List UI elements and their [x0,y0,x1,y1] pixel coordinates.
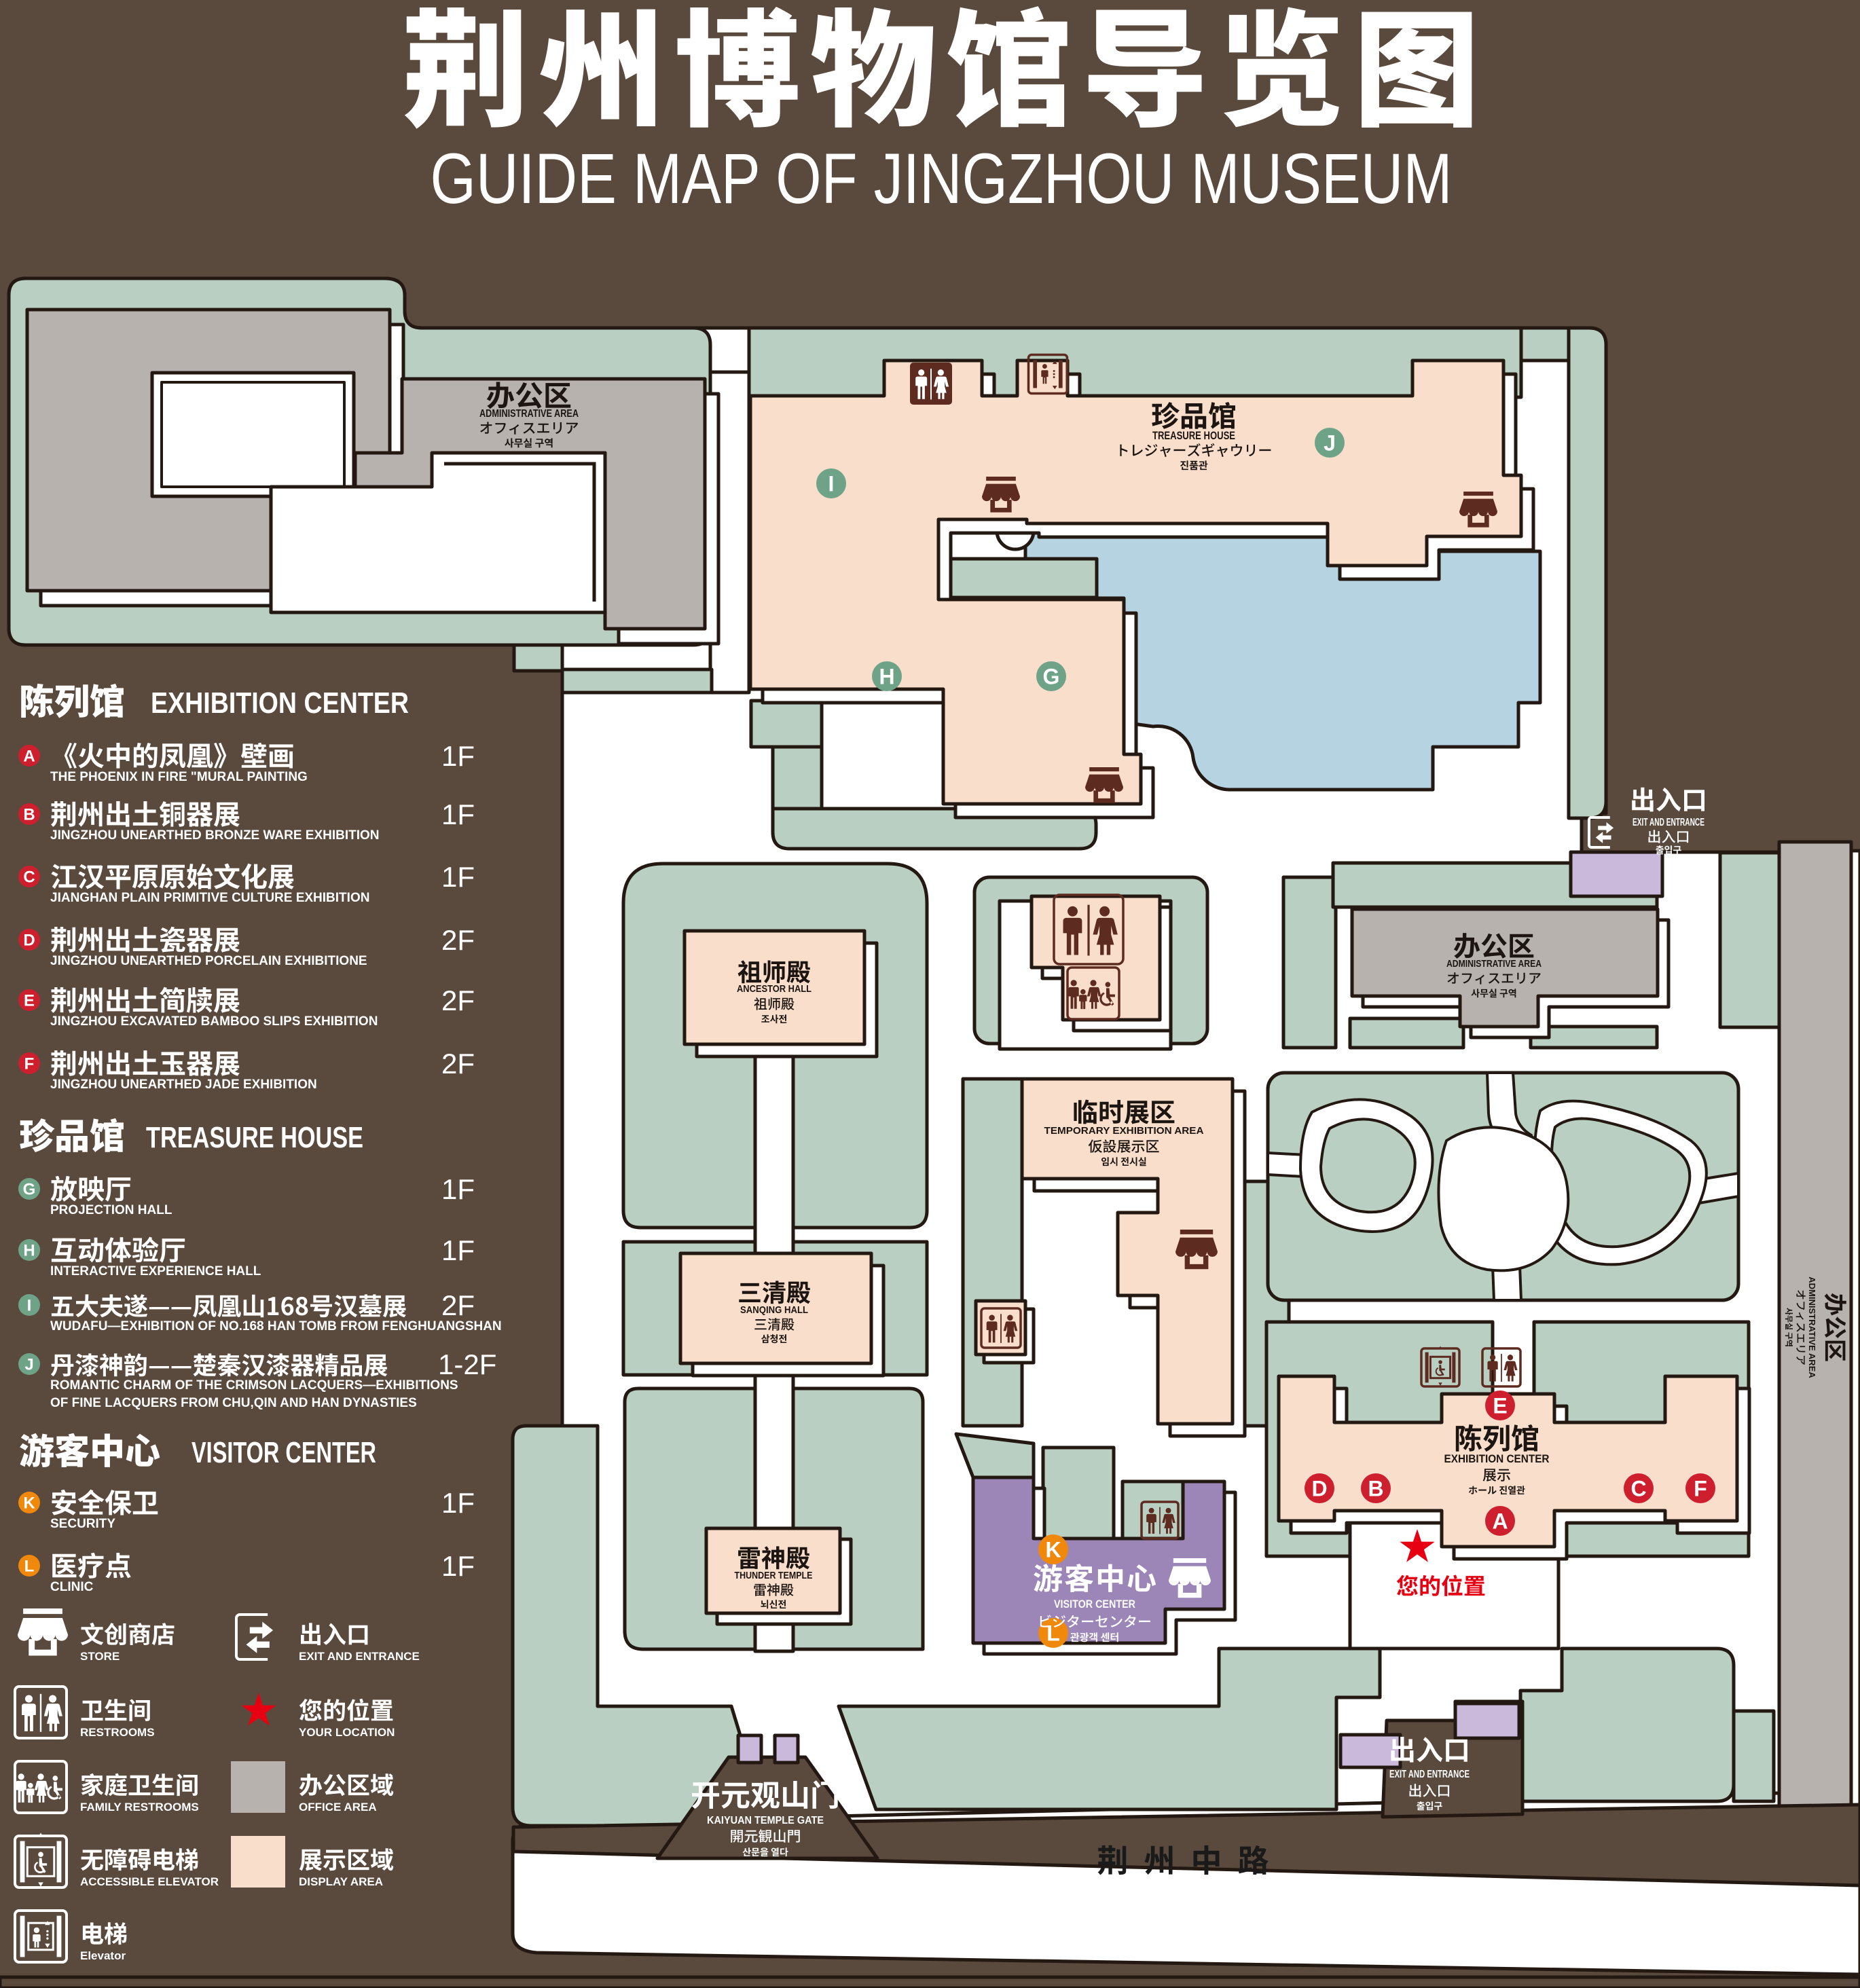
svg-text:G: G [1043,665,1060,689]
svg-text:I: I [27,1297,32,1315]
svg-text:1F: 1F [441,740,475,772]
svg-text:1F: 1F [441,861,475,893]
svg-text:H: H [879,665,894,689]
svg-text:ADMINISTRATIVE AREA: ADMINISTRATIVE AREA [479,408,579,420]
svg-text:2F: 2F [441,1289,475,1321]
svg-text:INTERACTIVE EXPERIENCE HALL: INTERACTIVE EXPERIENCE HALL [50,1264,261,1278]
svg-text:L: L [24,1558,35,1576]
svg-text:ROMANTIC CHARM OF THE CRIMSON: ROMANTIC CHARM OF THE CRIMSON LACQUERS—E… [50,1378,458,1393]
svg-text:C: C [23,868,35,887]
svg-text:G: G [23,1181,36,1199]
svg-text:ACCESSIBLE ELEVATOR: ACCESSIBLE ELEVATOR [80,1875,219,1888]
svg-text:STORE: STORE [80,1650,120,1663]
svg-text:VISITOR CENTER: VISITOR CENTER [1054,1598,1135,1610]
svg-text:1F: 1F [441,798,475,830]
svg-text:JINGZHOU EXCAVATED BAMBOO SLIP: JINGZHOU EXCAVATED BAMBOO SLIPS EXHIBITI… [50,1014,378,1029]
svg-text:EXHIBITION CENTER: EXHIBITION CENTER [1444,1452,1550,1465]
svg-text:EXIT AND ENTRANCE: EXIT AND ENTRANCE [1389,1769,1470,1780]
svg-text:OFFICE AREA: OFFICE AREA [299,1801,377,1814]
svg-text:A: A [1492,1509,1508,1534]
svg-text:EXIT AND ENTRANCE: EXIT AND ENTRANCE [1633,817,1704,828]
svg-text:1F: 1F [441,1173,475,1205]
svg-text:2F: 2F [441,924,475,956]
svg-text:J: J [24,1356,33,1374]
svg-text:DISPLAY AREA: DISPLAY AREA [299,1875,383,1888]
svg-text:Elevator: Elevator [80,1949,126,1962]
svg-text:JIANGHAN PLAIN PRIMITIVE CULTU: JIANGHAN PLAIN PRIMITIVE CULTURE EXHIBIT… [50,891,369,905]
svg-text:D: D [1311,1477,1327,1501]
svg-text:OF FINE LACQUERS FROM CHU,QIN: OF FINE LACQUERS FROM CHU,QIN AND HAN DY… [50,1396,417,1410]
svg-text:1F: 1F [441,1234,475,1266]
svg-text:1F: 1F [441,1550,475,1582]
svg-text:C: C [1630,1477,1646,1501]
svg-text:JINGZHOU UNEARTHED JADE EXHIBI: JINGZHOU UNEARTHED JADE EXHIBITION [50,1078,317,1092]
svg-text:1-2F: 1-2F [438,1348,496,1380]
svg-text:TREASURE HOUSE: TREASURE HOUSE [146,1121,363,1154]
svg-text:JINGZHOU UNEARTHED PORCELAIN E: JINGZHOU UNEARTHED PORCELAIN EXHIBITIONE [50,954,367,968]
svg-text:GUIDE MAP OF JINGZHOU MUSEUM: GUIDE MAP OF JINGZHOU MUSEUM [431,139,1453,219]
svg-text:E: E [1493,1394,1507,1418]
svg-text:ANCESTOR HALL: ANCESTOR HALL [737,983,812,995]
svg-text:J: J [1324,431,1336,456]
svg-text:PROJECTION HALL: PROJECTION HALL [50,1203,172,1217]
svg-text:B: B [23,806,35,824]
svg-text:H: H [23,1242,35,1260]
svg-text:TREASURE HOUSE: TREASURE HOUSE [1152,429,1235,442]
svg-text:A: A [23,748,35,766]
svg-text:RESTROOMS: RESTROOMS [80,1726,155,1739]
svg-text:B: B [1368,1477,1383,1501]
svg-text:D: D [23,932,35,950]
svg-text:FAMILY RESTROOMS: FAMILY RESTROOMS [80,1801,199,1814]
svg-text:K: K [23,1494,35,1513]
svg-text:SANQING HALL: SANQING HALL [740,1304,808,1316]
svg-text:TEMPORARY EXHIBITION AREA: TEMPORARY EXHIBITION AREA [1044,1125,1204,1137]
svg-text:ADMINISTRATIVE AREA: ADMINISTRATIVE AREA [1446,958,1542,970]
svg-text:L: L [1046,1621,1060,1646]
svg-text:E: E [24,992,35,1010]
svg-text:THE PHOENIX IN FIRE "MURAL PAI: THE PHOENIX IN FIRE "MURAL PAINTING [50,770,308,784]
svg-text:F: F [1694,1477,1707,1501]
svg-text:THUNDER TEMPLE: THUNDER TEMPLE [735,1570,813,1581]
svg-text:JINGZHOU UNEARTHED BRONZE WARE: JINGZHOU UNEARTHED BRONZE WARE EXHIBITIO… [50,828,380,843]
svg-text:KAIYUAN TEMPLE GATE: KAIYUAN TEMPLE GATE [707,1815,824,1826]
svg-text:WUDAFU—EXHIBITION OF NO.168 HA: WUDAFU—EXHIBITION OF NO.168 HAN TOMB FRO… [50,1319,502,1333]
svg-text:2F: 2F [441,1048,475,1080]
svg-text:SECURITY: SECURITY [50,1517,115,1531]
svg-text:EXHIBITION CENTER: EXHIBITION CENTER [151,686,409,720]
svg-text:VISITOR CENTER: VISITOR CENTER [192,1436,376,1469]
svg-text:2F: 2F [441,984,475,1016]
svg-text:K: K [1045,1538,1061,1562]
svg-text:1F: 1F [441,1487,475,1519]
svg-text:EXIT AND ENTRANCE: EXIT AND ENTRANCE [299,1650,420,1663]
svg-text:YOUR LOCATION: YOUR LOCATION [299,1726,395,1739]
svg-text:I: I [828,472,835,496]
svg-text:ADMINISTRATIVE AREA: ADMINISTRATIVE AREA [1807,1276,1817,1378]
svg-text:F: F [24,1055,35,1073]
svg-text:CLINIC: CLINIC [50,1580,94,1594]
